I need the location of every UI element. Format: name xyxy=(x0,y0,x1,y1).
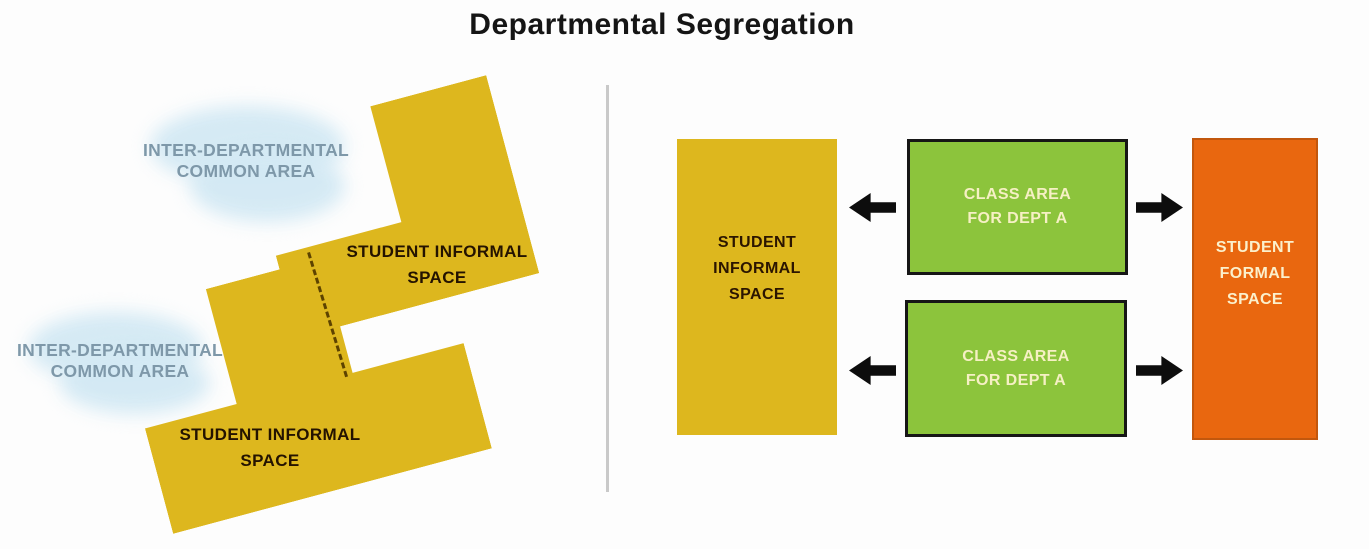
student-informal-space-label: STUDENT INFORMAL SPACE xyxy=(677,230,837,308)
box-label-line: CLASS AREA xyxy=(963,186,1072,203)
common-area-cloud-blob xyxy=(190,150,345,222)
class-area-box-1: CLASS AREA FOR DEPT A xyxy=(907,139,1128,275)
informal-space-label-line: SPACE xyxy=(240,451,300,470)
informal-space-label-lower: STUDENT INFORMAL SPACE xyxy=(179,422,360,474)
student-formal-space-box: STUDENT FORMAL SPACE xyxy=(1192,138,1318,440)
panel-divider-line xyxy=(606,85,609,492)
box-label-line: SPACE xyxy=(1227,291,1283,308)
right-arrow-icon xyxy=(1136,356,1183,385)
common-area-label-1: INTER-DEPARTMENTAL COMMON AREA xyxy=(143,140,349,182)
class-area-box-2: CLASS AREA FOR DEPT A xyxy=(905,300,1127,437)
common-area-label-line: INTER-DEPARTMENTAL xyxy=(17,340,223,360)
left-concept-panel: INTER-DEPARTMENTAL COMMON AREA INTER-DEP… xyxy=(0,0,610,549)
box-label-line: STUDENT xyxy=(1215,239,1295,256)
box-label-line: INFORMAL xyxy=(713,260,801,277)
left-arrow-icon xyxy=(849,356,896,385)
common-area-label-line: INTER-DEPARTMENTAL xyxy=(143,140,349,160)
class-area-label-2: CLASS AREA FOR DEPT A xyxy=(962,345,1069,393)
right-schematic-panel: STUDENT INFORMAL SPACE CLASS AREA FOR DE… xyxy=(610,0,1369,549)
left-arrow-icon xyxy=(849,193,896,222)
box-label-line: CLASS AREA xyxy=(962,347,1070,365)
informal-space-label-line: SPACE xyxy=(407,268,467,287)
student-formal-space-label: STUDENT FORMAL SPACE xyxy=(1194,235,1316,313)
box-label-line: SPACE xyxy=(729,286,785,303)
informal-space-label-upper: STUDENT INFORMAL SPACE xyxy=(346,239,527,291)
common-area-label-2: INTER-DEPARTMENTAL COMMON AREA xyxy=(17,340,223,382)
common-area-cloud-blob xyxy=(60,352,210,414)
box-label-line: STUDENT xyxy=(717,234,797,251)
box-label-line: FOR DEPT A xyxy=(965,371,1067,389)
informal-space-label-line: STUDENT INFORMAL xyxy=(179,425,361,444)
common-area-label-line: COMMON AREA xyxy=(50,361,190,381)
student-informal-space-box: STUDENT INFORMAL SPACE xyxy=(677,139,837,435)
class-area-label-1: CLASS AREA FOR DEPT A xyxy=(964,183,1071,231)
right-arrow-icon xyxy=(1136,193,1183,222)
common-area-label-line: COMMON AREA xyxy=(176,161,316,181)
informal-space-label-line: STUDENT INFORMAL xyxy=(346,242,528,261)
box-label-line: FOR DEPT A xyxy=(967,210,1068,227)
box-label-line: FORMAL xyxy=(1219,265,1291,282)
diagram-title: Departmental Segregation xyxy=(469,8,855,41)
